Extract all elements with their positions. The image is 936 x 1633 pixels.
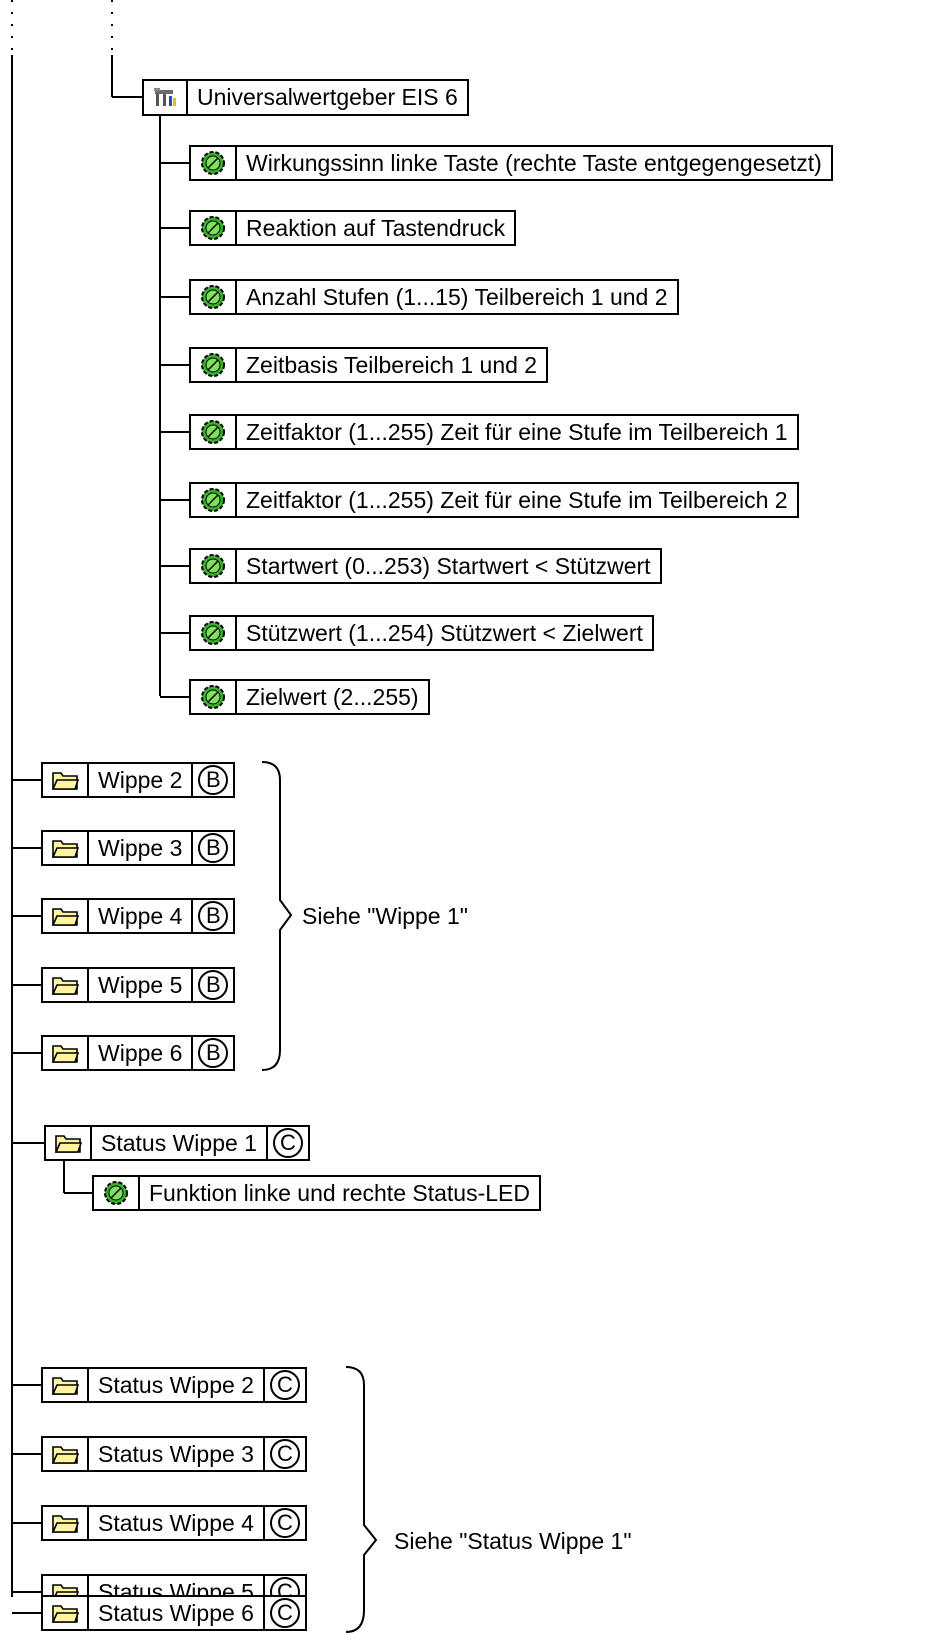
badge-letter: C [272, 1128, 303, 1158]
badge-letter: C [269, 1370, 300, 1400]
parameter-label: Zeitbasis Teilbereich 1 und 2 [246, 351, 538, 378]
folder-icon [43, 969, 89, 1001]
folder-label: Wippe 5 [98, 971, 183, 998]
folder-label: Status Wippe 4 [98, 1509, 254, 1536]
badge: B [191, 969, 233, 1001]
parameter-node[interactable]: Startwert (0...253) Startwert < Stützwer… [189, 548, 662, 584]
badge: C [262, 1369, 305, 1401]
status-wippe-1-folder[interactable]: Status Wippe 1 C [44, 1125, 310, 1161]
folder-icon [43, 764, 89, 796]
badge-letter: B [198, 765, 229, 795]
folder-label: Wippe 4 [98, 902, 183, 929]
parameter-branches [160, 162, 189, 698]
folder-icon [46, 1127, 92, 1159]
status-led-parameter[interactable]: Funktion linke und rechte Status-LED [92, 1175, 541, 1211]
root-node[interactable]: Universalwertgeber EIS 6 [142, 79, 469, 116]
green-leaf-icon [191, 212, 237, 244]
parameter-label: Reaktion auf Tastendruck [246, 214, 506, 241]
status-wippe-folder[interactable]: Status Wippe 2 C [41, 1367, 307, 1403]
badge: B [191, 900, 233, 932]
green-leaf-icon [191, 681, 237, 713]
folder-branches [12, 779, 44, 1614]
badge-letter: C [269, 1508, 300, 1538]
green-leaf-icon [191, 617, 237, 649]
wippe-folder[interactable]: Wippe 6 B [41, 1035, 236, 1071]
badge: C [262, 1597, 305, 1629]
green-leaf-icon [191, 416, 237, 448]
folder-label: Status Wippe 3 [98, 1440, 254, 1467]
folder-icon [43, 1438, 89, 1470]
status-wippe-folder[interactable]: Status Wippe 4 C [41, 1505, 307, 1541]
status-wippe-1-label: Status Wippe 1 [101, 1129, 257, 1156]
folder-icon [43, 1507, 89, 1539]
badge: C [262, 1507, 305, 1539]
folder-label: Wippe 6 [98, 1039, 183, 1066]
green-leaf-icon [191, 147, 237, 179]
wippe-folder[interactable]: Wippe 4 B [41, 898, 236, 934]
parameter-label: Zeitfaktor (1...255) Zeit für eine Stufe… [246, 486, 788, 513]
parameter-node[interactable]: Stützwert (1...254) Stützwert < Zielwert [189, 615, 654, 651]
folder-icon [43, 900, 89, 932]
wippe-folder[interactable]: Wippe 2 B [41, 762, 236, 798]
parameter-node[interactable]: Zeitbasis Teilbereich 1 und 2 [189, 347, 549, 383]
green-leaf-icon [94, 1177, 140, 1209]
parameter-label: Startwert (0...253) Startwert < Stützwer… [246, 552, 651, 579]
folder-label: Wippe 2 [98, 766, 183, 793]
parameter-label: Zielwert (2...255) [246, 683, 419, 710]
badge-letter: B [198, 833, 229, 863]
folder-icon [43, 1037, 89, 1069]
green-leaf-icon [191, 281, 237, 313]
folder-label: Status Wippe 2 [98, 1371, 254, 1398]
parameter-node[interactable]: Reaktion auf Tastendruck [189, 210, 517, 246]
green-leaf-icon [191, 550, 237, 582]
badge: C [262, 1438, 305, 1470]
folder-icon [43, 832, 89, 864]
badge-letter: B [198, 970, 229, 1000]
parameter-label: Zeitfaktor (1...255) Zeit für eine Stufe… [246, 418, 788, 445]
root-node-label: Universalwertgeber EIS 6 [197, 84, 458, 110]
parameter-node[interactable]: Zielwert (2...255) [189, 679, 430, 715]
green-leaf-icon [191, 484, 237, 516]
parameter-node[interactable]: Zeitfaktor (1...255) Zeit für eine Stufe… [189, 482, 799, 518]
parameter-label: Wirkungssinn linke Taste (rechte Taste e… [246, 149, 822, 176]
parameter-node[interactable]: Anzahl Stufen (1...15) Teilbereich 1 und… [189, 279, 679, 315]
wippe-note: Siehe "Wippe 1" [302, 903, 468, 929]
badge-letter: B [198, 1038, 229, 1068]
status-wippe-folder[interactable]: Status Wippe 6 C [41, 1595, 307, 1631]
badge-letter: B [198, 901, 229, 931]
wippe-folder[interactable]: Wippe 5 B [41, 967, 236, 1003]
status-led-label: Funktion linke und rechte Status-LED [149, 1179, 530, 1206]
folder-label: Wippe 3 [98, 834, 183, 861]
badge: B [191, 764, 233, 796]
tool-icon [144, 81, 188, 114]
badge-letter: C [269, 1439, 300, 1469]
green-leaf-icon [191, 349, 237, 381]
wippe-bracket [261, 761, 293, 1071]
parameter-node[interactable]: Zeitfaktor (1...255) Zeit für eine Stufe… [189, 414, 799, 450]
folder-label: Status Wippe 6 [98, 1599, 254, 1626]
badge: B [191, 832, 233, 864]
status-note: Siehe "Status Wippe 1" [394, 1528, 632, 1554]
badge: C [265, 1127, 308, 1159]
status-bracket [345, 1366, 378, 1633]
status-wippe-folder[interactable]: Status Wippe 3 C [41, 1436, 307, 1472]
folder-icon [43, 1369, 89, 1401]
parameter-node[interactable]: Wirkungssinn linke Taste (rechte Taste e… [189, 145, 833, 181]
parameter-label: Stützwert (1...254) Stützwert < Zielwert [246, 619, 643, 646]
badge: B [191, 1037, 233, 1069]
parameter-label: Anzahl Stufen (1...15) Teilbereich 1 und… [246, 283, 668, 310]
folder-icon [43, 1597, 89, 1629]
wippe-folder[interactable]: Wippe 3 B [41, 830, 236, 866]
badge-letter: C [269, 1598, 300, 1628]
